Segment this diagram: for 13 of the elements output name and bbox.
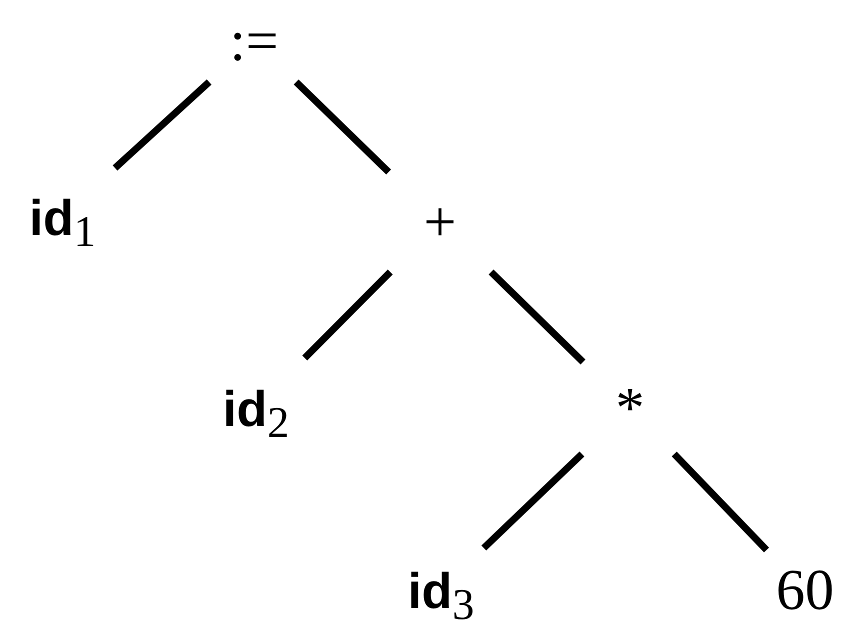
tree-edge [481,451,584,551]
tree-edge [672,452,770,552]
tree-node-label: := [230,12,278,70]
tree-edge [112,79,212,171]
tree-node-label: 60 [776,561,834,619]
tree-node-label: + [424,193,456,251]
tree-node-label: id$_{1}$ [29,189,96,245]
tree-edge [294,80,392,174]
tree-node-label: * [616,379,644,437]
tree-node-label: id$_{2}$ [222,380,290,436]
tree-edge [302,270,393,360]
tree-node-label: id$_{3}$ [408,562,474,618]
tree-edge [488,270,586,364]
